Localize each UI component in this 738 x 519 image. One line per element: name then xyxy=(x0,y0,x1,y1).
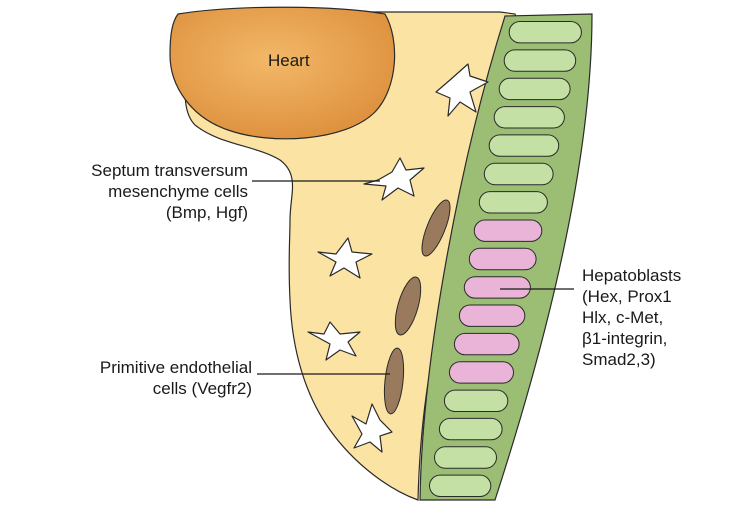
hepatoblast-cell xyxy=(474,220,542,241)
hepatoblasts-label: Hepatoblasts (Hex, Prox1 Hlx, c-Met, β1-… xyxy=(582,265,681,370)
hepatoblast-cell xyxy=(449,362,513,383)
septum-label: Septum transversum mesenchyme cells (Bmp… xyxy=(6,160,248,223)
septum-label-line2: mesenchyme cells xyxy=(6,181,248,202)
endoderm-cell xyxy=(484,163,553,184)
hepatoblasts-label-line4: β1-integrin, xyxy=(582,328,681,349)
heart-label: Heart xyxy=(268,50,310,71)
endoderm-cell xyxy=(504,50,576,71)
endothelial-label-line2: cells (Vegfr2) xyxy=(6,378,252,399)
endoderm-cell xyxy=(499,78,570,99)
hepatoblast-cell xyxy=(464,277,530,298)
endoderm-cell xyxy=(494,107,564,128)
septum-label-line1: Septum transversum xyxy=(6,160,248,181)
septum-label-line3: (Bmp, Hgf) xyxy=(6,202,248,223)
endothelial-label: Primitive endothelial cells (Vegfr2) xyxy=(6,357,252,399)
hepatoblasts-label-line3: Hlx, c-Met, xyxy=(582,307,681,328)
endoderm-cell xyxy=(435,447,497,468)
endothelial-label-line1: Primitive endothelial xyxy=(6,357,252,378)
heart-label-text: Heart xyxy=(268,50,310,71)
endoderm-cell xyxy=(439,418,502,439)
hepatoblast-cell xyxy=(459,305,524,326)
hepatoblasts-label-line2: (Hex, Prox1 xyxy=(582,286,681,307)
hepatoblast-cell xyxy=(469,248,536,269)
endoderm-cell xyxy=(479,192,547,213)
endoderm-cell xyxy=(489,135,559,156)
hepatoblasts-label-line5: Smad2,3) xyxy=(582,349,681,370)
endoderm-cell xyxy=(444,390,507,411)
hepatoblasts-label-line1: Hepatoblasts xyxy=(582,265,681,286)
hepatoblast-cell xyxy=(454,333,519,354)
endoderm-cell xyxy=(509,22,581,43)
endoderm-cell xyxy=(430,475,491,496)
